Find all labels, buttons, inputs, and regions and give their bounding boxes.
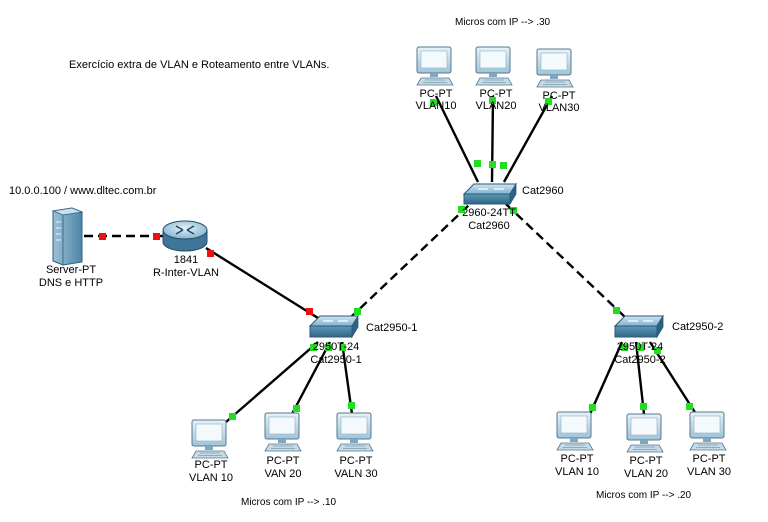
link-switch2-pc-right-2 [634,341,646,415]
pc-right-2-icon[interactable] [626,413,664,453]
port-up [348,402,355,409]
switch1-icon[interactable] [308,314,359,339]
link-switch1-core [349,203,471,319]
pc-top-2-icon[interactable] [475,46,513,86]
server-name-label: DNS e HTTP [38,277,104,289]
port-up [686,403,693,410]
pc-left-3-model: PC-PT [339,455,373,467]
switch2-model-label: 2950T-24 [616,341,664,353]
port-up [654,347,661,354]
server-address: 10.0.0.100 / www.dltec.com.br [9,185,157,197]
pc-right-3-model: PC-PT [692,453,726,465]
port-up [325,344,332,351]
port-up [474,160,481,167]
pc-left-1-name: VLAN 10 [188,472,234,484]
pc-left-2-model: PC-PT [266,455,300,467]
pc-right-3-name: VLAN 30 [686,466,732,478]
port-up [293,405,300,412]
pc-left-2-icon[interactable] [264,412,302,452]
port-up [640,403,647,410]
switch2-name-label: Cat2950-2 [614,354,666,366]
port-down [306,308,313,315]
link-switch1-pc-left-1 [225,341,319,423]
pc-right-1-model: PC-PT [560,453,594,465]
server-model-label: Server-PT [45,264,97,276]
pc-left-3-icon[interactable] [336,412,374,452]
port-up [621,344,628,351]
link-switch2-pc-right-1 [588,341,624,415]
port-up [339,344,346,351]
port-up [458,206,465,213]
pc-right-3-icon[interactable] [689,411,727,451]
switch2-icon[interactable] [613,314,664,339]
pc-right-1-name: VLAN 10 [554,466,600,478]
pc-top-1-model: PC-PT [419,88,453,100]
pc-top-1-icon[interactable] [416,46,454,86]
port-indicators [99,97,693,420]
switch1-tag: Cat2950-1 [366,322,418,334]
server-icon[interactable] [51,207,84,266]
pc-left-3-name: VALN 30 [334,468,378,480]
switch2-tag: Cat2950-2 [672,321,724,333]
switch1-name-label: Cat2950-1 [310,354,362,366]
core-switch-tag: Cat2960 [522,185,564,197]
port-up [489,161,496,168]
port-up [310,344,317,351]
port-up [500,162,507,169]
note-top: Micros com IP --> .30 [455,17,551,28]
port-up [430,99,437,106]
pc-left-1-model: PC-PT [194,459,228,471]
pc-left-2-name: VAN 20 [264,468,302,480]
pc-right-2-model: PC-PT [629,455,663,467]
port-up [637,344,644,351]
switch1-model-label: 2950T-24 [312,341,360,353]
link-router-switch1 [205,246,319,320]
core-switch-model-label: 2960-24TT [462,207,516,219]
link-core-pc-top-3 [502,95,554,183]
pc-top-3-icon[interactable] [536,48,574,88]
port-down [99,233,106,240]
note-right: Micros com IP --> .20 [596,490,692,501]
port-down [153,233,160,240]
pc-top-2-model: PC-PT [479,88,513,100]
pc-right-2-name: VLAN 20 [623,468,669,480]
pc-left-1-icon[interactable] [191,419,229,459]
port-up [510,207,517,214]
core-switch-icon[interactable] [462,182,517,206]
port-up [489,97,496,104]
router-name-label: R-Inter-VLAN [152,267,220,279]
pc-right-1-icon[interactable] [556,411,594,451]
link-core-switch2 [505,203,627,319]
note-left: Micros com IP --> .10 [241,497,337,508]
pc-top-1-name: VLAN10 [415,100,457,112]
port-up [354,308,361,315]
pc-top-3-model: PC-PT [542,90,576,102]
port-up [589,404,596,411]
port-up [545,98,552,105]
port-up [613,307,620,314]
link-switch1-pc-left-2 [290,341,332,415]
diagram-title: Exercício extra de VLAN e Roteamento ent… [69,59,330,71]
port-up [229,413,236,420]
link-core-pc-top-1 [434,95,480,183]
pc-top-3-name: VLAN30 [538,102,580,114]
port-down [207,250,214,257]
core-switch-name-label: Cat2960 [468,220,510,232]
pc-top-2-name: VLAN20 [475,100,517,112]
router-icon[interactable] [162,220,208,252]
router-model-label: 1841 [173,254,199,266]
